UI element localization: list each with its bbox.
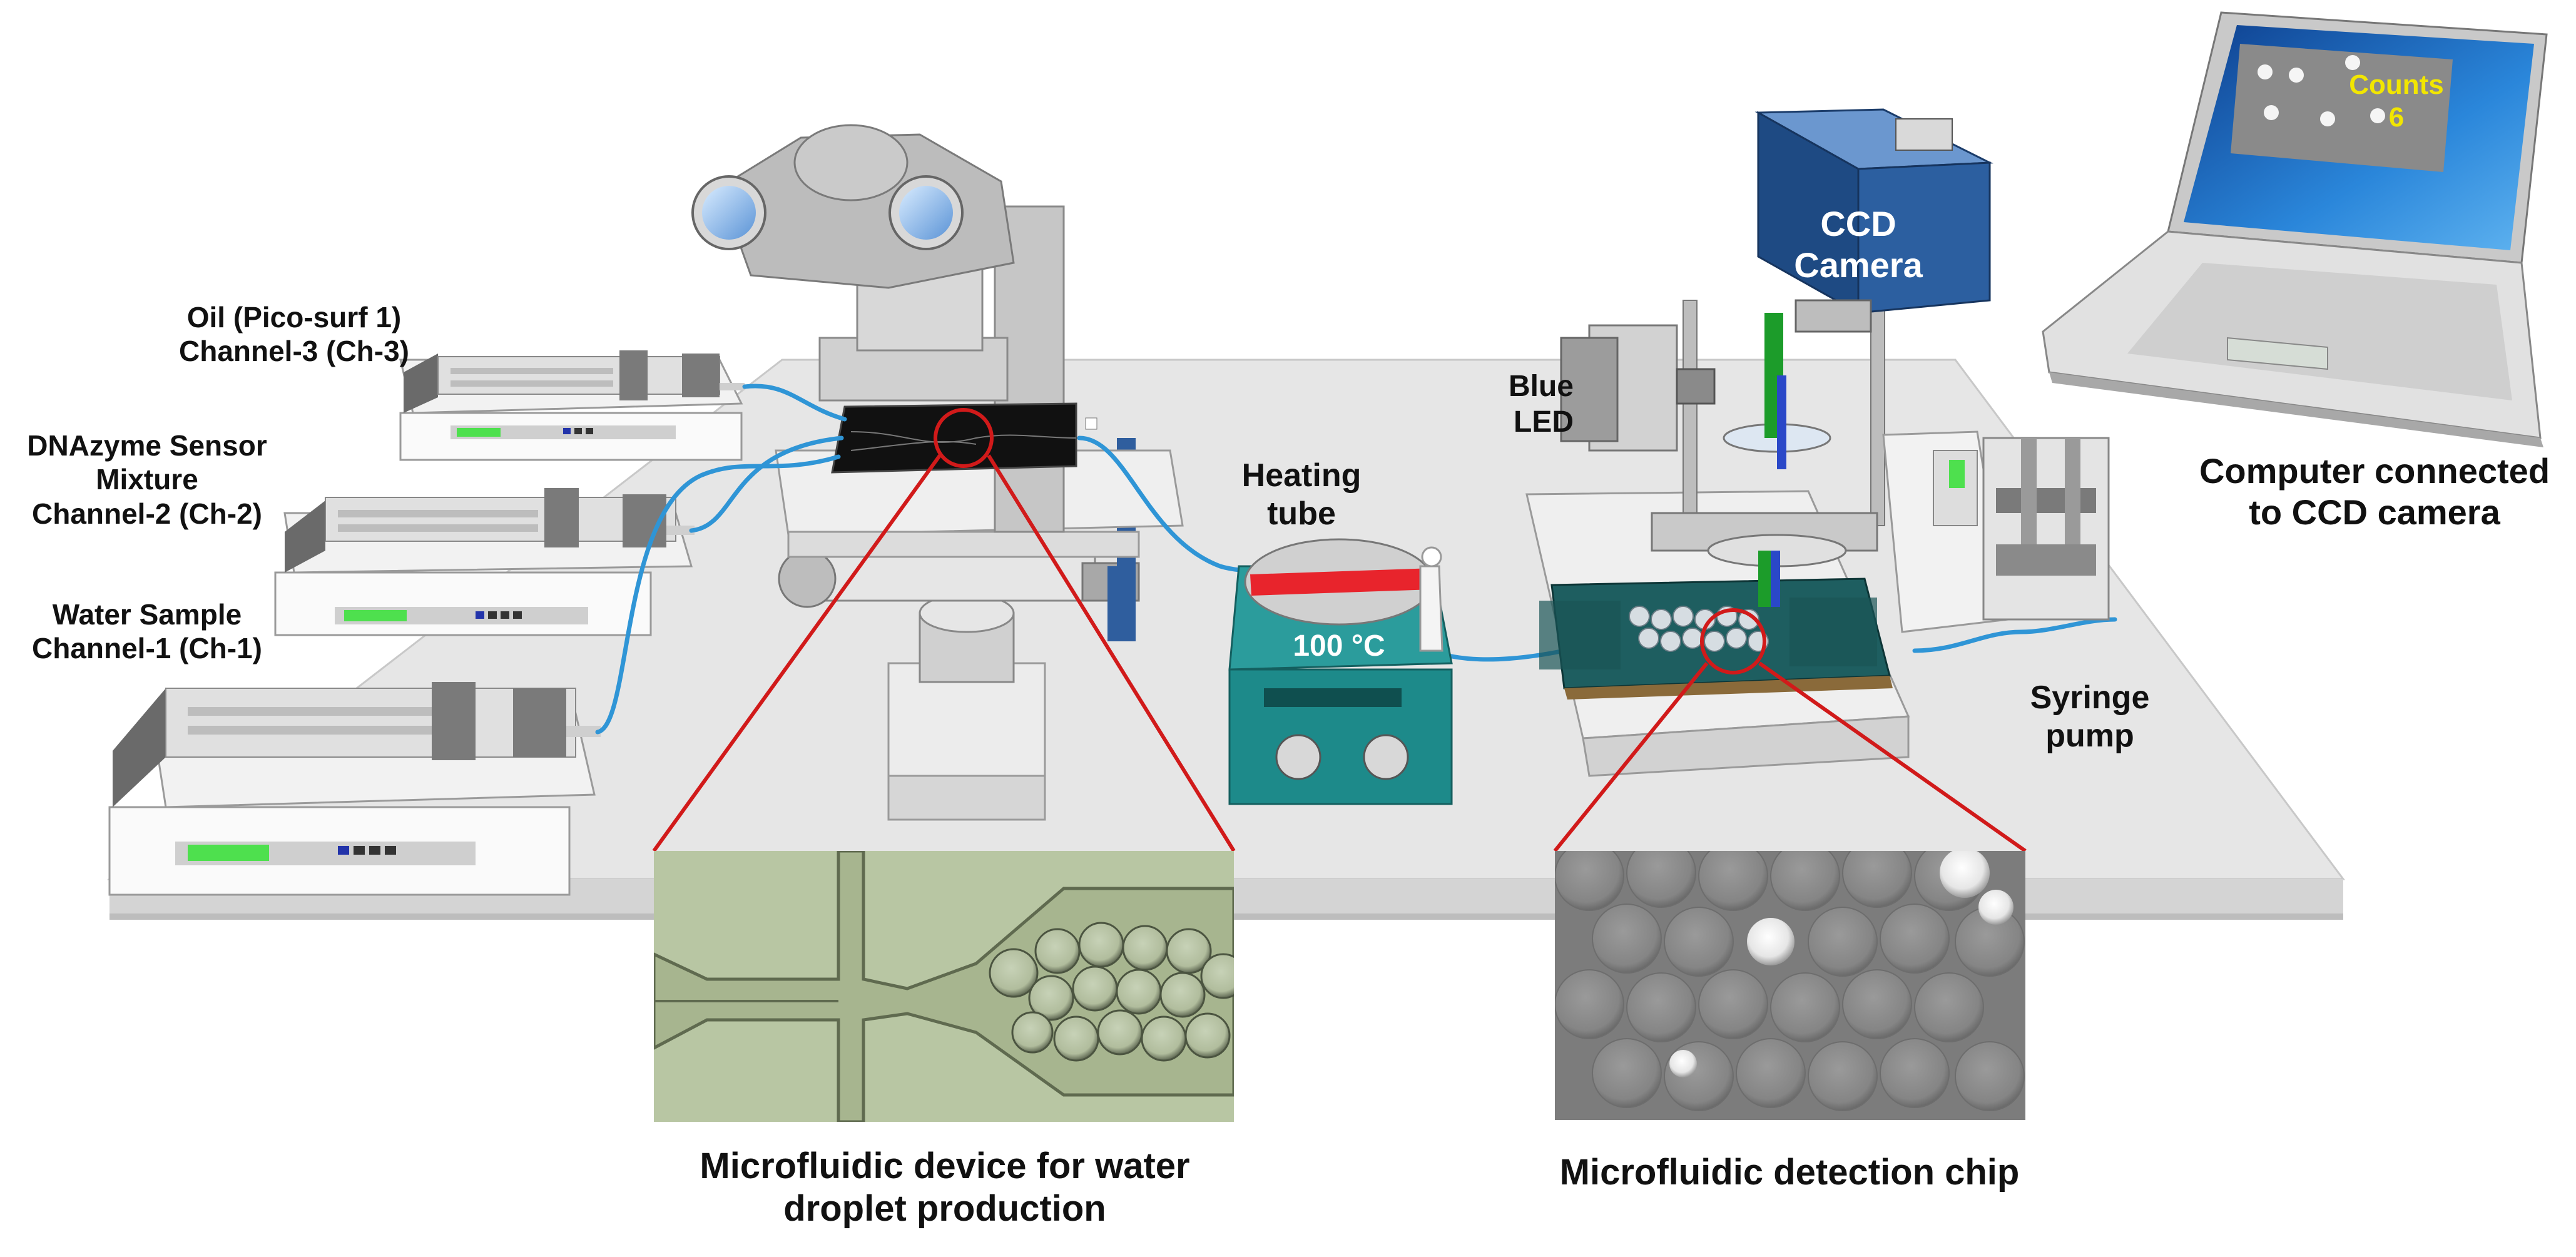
zoom-indicators [652,408,2027,853]
ccd-line2: Camera [1794,245,1923,285]
blue-led-line1: Blue [1508,370,1574,403]
detection-chip-image [1555,851,2025,1120]
chip-caption: Microfluidic detection chip [1559,1152,2020,1193]
syringe-pump-ch2 [274,488,695,636]
ccd-line1: CCD [1820,204,1896,243]
oil-line1: Oil (Pico-surf 1) [186,301,402,333]
syringe-pump-ch3 [399,350,745,461]
computer-line1: Computer connected [2199,451,2550,491]
heating-line2: tube [1267,496,1336,532]
counts-display: Counts 6 [2337,69,2456,134]
detection-station [1525,300,1910,777]
syringe-pump-ch1 [108,682,601,896]
counts-word: Counts [2349,69,2444,100]
syringe-pump-icon [108,350,745,896]
oil-channel-label: Oil (Pico-surf 1) Channel-3 (Ch-3) [147,300,441,369]
dnazyme-channel-label: DNAzyme Sensor Mixture Channel-2 (Ch-2) [13,429,282,531]
device-caption-line1: Microfluidic device for water [700,1146,1190,1186]
syringe-pump-label: Syringe pump [2021,679,2159,756]
dna-line1: DNAzyme Sensor [27,429,267,462]
device-caption: Microfluidic device for water droplet pr… [613,1145,1276,1231]
syringe-line1: Syringe [2030,679,2150,716]
droplet-production-image [654,851,1234,1122]
water-line2: Channel-1 (Ch-1) [32,632,262,665]
dna-line3: Channel-2 (Ch-2) [32,497,262,530]
dna-line2: Mixture [96,463,198,496]
ccd-camera-icon [1754,108,1993,333]
device-caption-line2: droplet production [783,1188,1106,1229]
heating-tube-label: Heating tube [1220,457,1383,534]
water-line1: Water Sample [52,598,242,631]
microfluidic-device [831,402,1097,474]
hot-plate-icon [1228,538,1453,805]
laptop-icon [2042,11,2548,447]
oil-line2: Channel-3 (Ch-3) [179,335,409,368]
blue-led-line2: LED [1514,405,1574,439]
water-channel-label: Water Sample Channel-1 (Ch-1) [13,598,282,666]
syringe-line2: pump [2045,718,2134,755]
microscope-icon [691,124,1184,821]
temperature-readout: 100 °C [1293,629,1385,663]
syringe-pump-right [1882,430,2110,633]
blue-led-label: Blue LED [1467,369,1574,440]
computer-line2: to CCD camera [2249,492,2500,532]
counts-value: 6 [2388,101,2405,133]
heating-line1: Heating [1241,457,1362,494]
ccd-camera-label: CCD Camera [1777,203,1940,286]
computer-label: Computer connected to CCD camera [2177,450,2572,533]
